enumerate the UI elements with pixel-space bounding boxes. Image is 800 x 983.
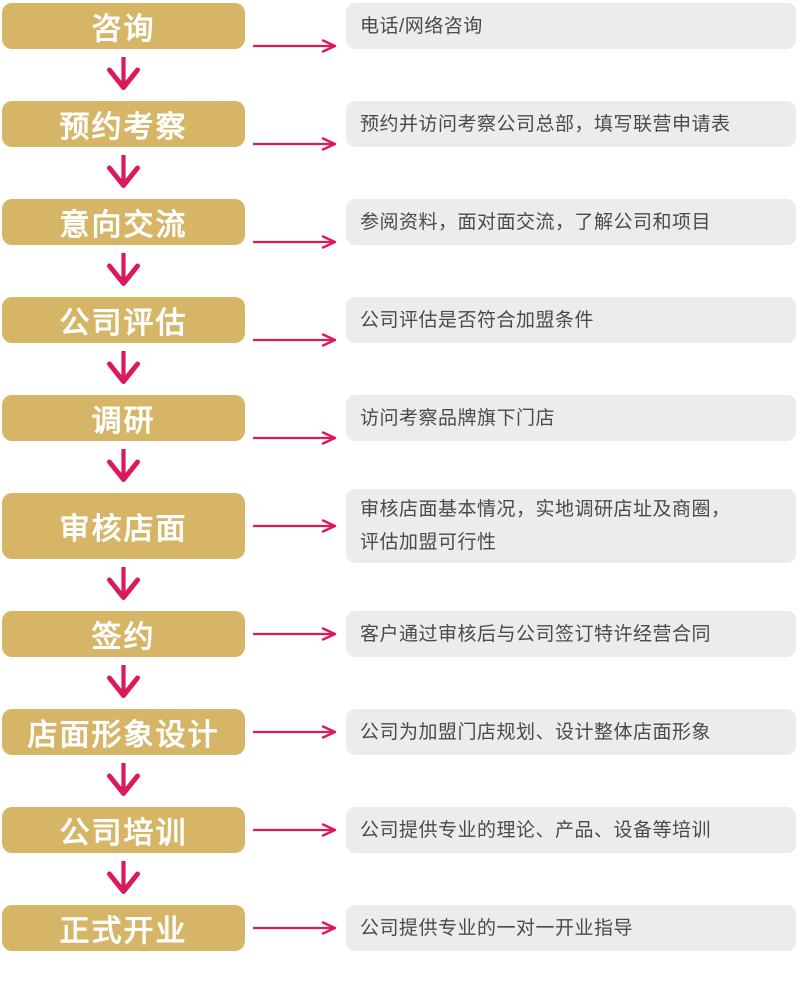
step-box: 预约考察: [2, 101, 245, 147]
step-description: 访问考察品牌旗下门店: [360, 407, 556, 429]
step-label: 签约: [91, 621, 156, 654]
step-description: 客户通过审核后与公司签订特许经营合同: [360, 623, 712, 645]
step-box: 签约: [2, 611, 245, 657]
step-label: 审核店面: [59, 513, 188, 546]
process-step-row: 签约 客户通过审核后与公司签订特许经营合同: [0, 611, 800, 657]
down-arrow-icon: [107, 57, 140, 90]
right-arrow-icon: [253, 431, 337, 445]
flow-gap: [0, 343, 800, 395]
process-step-row: 预约考察 预约并访问考察公司总部，填写联营申请表: [0, 101, 800, 151]
process-step-row: 意向交流 参阅资料，面对面交流，了解公司和项目: [0, 199, 800, 249]
right-arrow-icon: [253, 519, 337, 533]
down-arrow-icon: [107, 155, 140, 188]
step-box: 公司培训: [2, 807, 245, 853]
step-description-box: 客户通过审核后与公司签订特许经营合同: [346, 611, 796, 657]
step-description: 公司评估是否符合加盟条件: [360, 309, 595, 331]
flow-gap: [0, 147, 800, 199]
step-description-box: 审核店面基本情况，实地调研店址及商圈， 评估加盟可行性: [346, 489, 796, 563]
right-arrow-icon: [253, 137, 337, 151]
step-label: 调研: [91, 405, 156, 438]
down-arrow-icon: [107, 665, 140, 698]
step-description: 参阅资料，面对面交流，了解公司和项目: [360, 211, 712, 233]
process-step-row: 店面形象设计 公司为加盟门店规划、设计整体店面形象: [0, 709, 800, 755]
process-step-row: 公司培训 公司提供专业的理论、产品、设备等培训: [0, 807, 800, 853]
flow-gap: [0, 49, 800, 101]
down-arrow-icon: [107, 861, 140, 894]
step-label: 咨询: [91, 13, 156, 46]
step-description: 预约并访问考察公司总部，填写联营申请表: [360, 113, 731, 135]
flow-gap: [0, 441, 800, 493]
process-step-row: 调研 访问考察品牌旗下门店: [0, 395, 800, 445]
step-description-box: 参阅资料，面对面交流，了解公司和项目: [346, 199, 796, 245]
flow-gap: [0, 657, 800, 709]
process-step-row: 审核店面 审核店面基本情况，实地调研店址及商圈， 评估加盟可行性: [0, 489, 800, 563]
step-description-box: 访问考察品牌旗下门店: [346, 395, 796, 441]
process-step-row: 公司评估 公司评估是否符合加盟条件: [0, 297, 800, 347]
right-arrow-icon: [253, 823, 337, 837]
down-arrow-icon: [107, 351, 140, 384]
step-description-box: 公司提供专业的理论、产品、设备等培训: [346, 807, 796, 853]
step-box: 审核店面: [2, 493, 245, 559]
process-step-row: 正式开业 公司提供专业的一对一开业指导: [0, 905, 800, 951]
right-arrow-icon: [253, 627, 337, 641]
step-label: 公司培训: [59, 817, 188, 850]
right-arrow-icon: [253, 333, 337, 347]
flow-gap: [0, 245, 800, 297]
down-arrow-icon: [107, 763, 140, 796]
step-description-box: 预约并访问考察公司总部，填写联营申请表: [346, 101, 796, 147]
down-arrow-icon: [107, 253, 140, 286]
step-label: 公司评估: [59, 307, 188, 340]
step-box: 调研: [2, 395, 245, 441]
step-box: 正式开业: [2, 905, 245, 951]
step-box: 咨询: [2, 3, 245, 49]
process-step-row: 咨询 电话/网络咨询: [0, 3, 800, 53]
step-description-box: 公司评估是否符合加盟条件: [346, 297, 796, 343]
step-label: 正式开业: [59, 915, 188, 948]
right-arrow-icon: [253, 235, 337, 249]
right-arrow-icon: [253, 921, 337, 935]
step-description: 审核店面基本情况，实地调研店址及商圈， 评估加盟可行性: [360, 499, 731, 553]
step-label: 意向交流: [59, 209, 188, 242]
step-label: 预约考察: [59, 111, 188, 144]
step-description-box: 公司为加盟门店规划、设计整体店面形象: [346, 709, 796, 755]
flow-gap: [0, 755, 800, 807]
step-description-box: 公司提供专业的一对一开业指导: [346, 905, 796, 951]
step-description-box: 电话/网络咨询: [346, 3, 796, 49]
flow-gap: [0, 559, 800, 611]
step-box: 公司评估: [2, 297, 245, 343]
right-arrow-icon: [253, 39, 337, 53]
step-box: 店面形象设计: [2, 709, 245, 755]
step-description: 公司提供专业的理论、产品、设备等培训: [360, 819, 712, 841]
down-arrow-icon: [107, 449, 140, 482]
flow-gap: [0, 853, 800, 905]
step-label: 店面形象设计: [27, 719, 220, 752]
right-arrow-icon: [253, 725, 337, 739]
down-arrow-icon: [107, 567, 140, 600]
step-description: 电话/网络咨询: [360, 15, 483, 37]
step-description: 公司提供专业的一对一开业指导: [360, 917, 634, 939]
step-box: 意向交流: [2, 199, 245, 245]
step-description: 公司为加盟门店规划、设计整体店面形象: [360, 721, 712, 743]
